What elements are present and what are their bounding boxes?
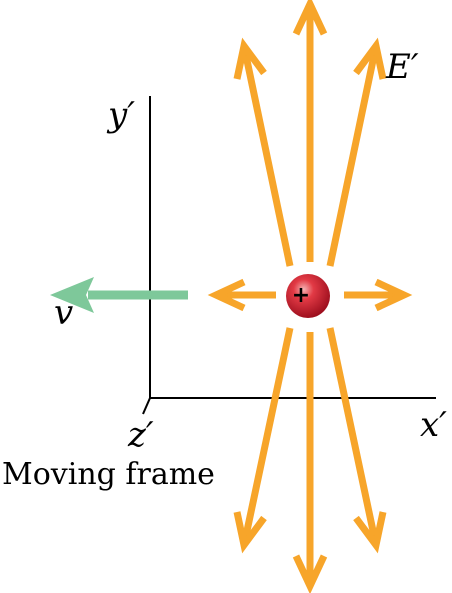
charge-sign: +	[292, 283, 310, 308]
field-label: E′	[385, 47, 419, 87]
field-arrow-lower-right	[326, 327, 387, 554]
y-axis-label: y′	[106, 95, 135, 135]
point-charge	[286, 274, 330, 318]
velocity-arrow	[50, 277, 188, 313]
field-arrow-upper-left	[233, 37, 294, 267]
axes	[142, 96, 436, 415]
field-arrow-upper-right	[326, 37, 387, 267]
field-arrow-lower-left	[233, 327, 294, 554]
x-axis-label: x′	[420, 405, 447, 445]
field-arrow-right	[344, 278, 413, 312]
frame-caption: Moving frame	[2, 457, 215, 492]
velocity-label: v	[54, 293, 73, 333]
z-axis-label: z′	[127, 415, 154, 455]
field-arrow-left	[207, 278, 276, 312]
field-arrow-down	[292, 332, 328, 593]
field-arrows	[207, 0, 413, 593]
field-arrow-up	[292, 0, 328, 262]
z-axis-line	[142, 397, 151, 415]
